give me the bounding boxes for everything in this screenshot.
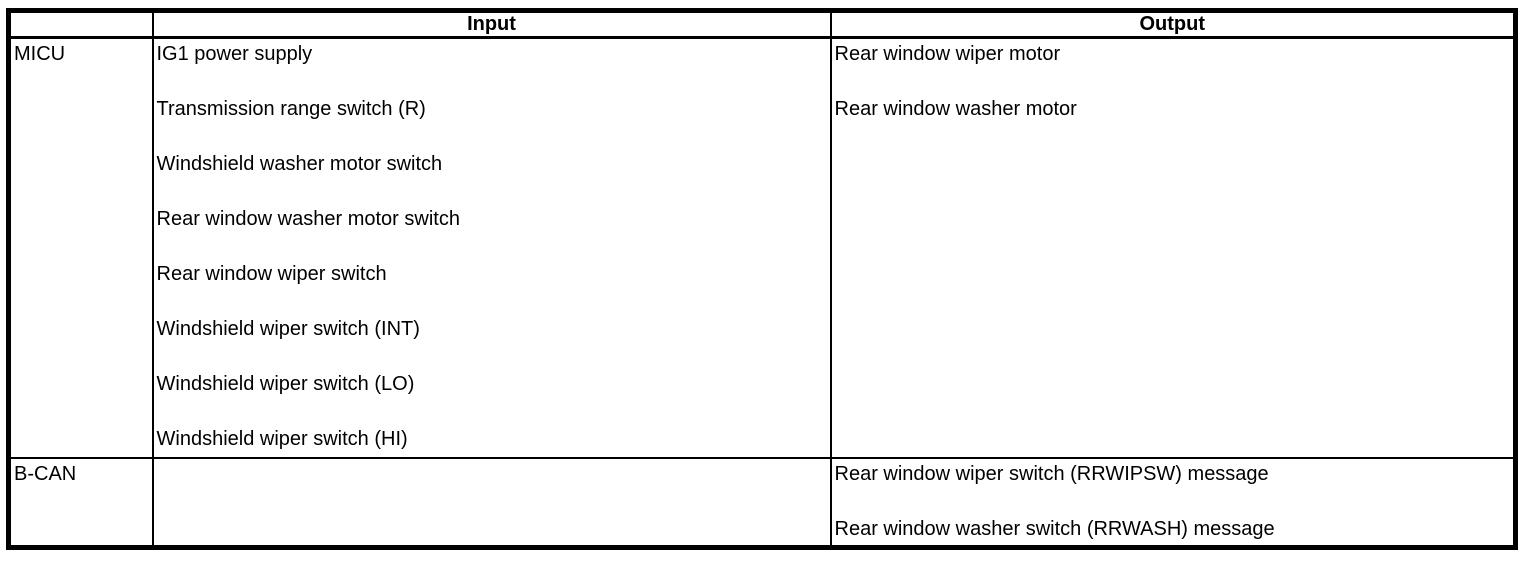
header-cell-blank xyxy=(7,9,154,39)
cell-line: Windshield wiper switch (LO) xyxy=(156,373,415,395)
cell-line: Rear window wiper switch (RRWIPSW) messa… xyxy=(834,462,1269,485)
row-label-micu: MICU xyxy=(7,36,154,459)
cell-line: Windshield washer motor switch xyxy=(156,153,443,175)
row-label-bcan: B-CAN xyxy=(7,456,154,549)
header-row: Input Output xyxy=(7,9,1517,39)
bcan-output-cell: Rear window wiper switch (RRWIPSW) messa… xyxy=(829,456,1517,549)
cell-line: Rear window wiper switch xyxy=(156,263,387,285)
table-row-bcan: B-CAN Rear window wiper switch (RRWIPSW)… xyxy=(7,456,1517,549)
bcan-input-cell xyxy=(151,456,832,549)
cell-line: Rear window washer switch (RRWASH) messa… xyxy=(834,517,1275,540)
header-cell-input: Input xyxy=(151,9,832,39)
cell-line: Transmission range switch (R) xyxy=(156,98,426,120)
cell-line: Rear window wiper motor xyxy=(834,43,1061,65)
cell-line: Rear window washer motor switch xyxy=(156,208,460,230)
cell-line: Windshield wiper switch (HI) xyxy=(156,428,408,450)
cell-line: IG1 power supply xyxy=(156,43,313,65)
cell-line: Rear window washer motor xyxy=(834,98,1077,120)
cell-line: Windshield wiper switch (INT) xyxy=(156,318,420,340)
header-cell-output: Output xyxy=(829,9,1517,39)
